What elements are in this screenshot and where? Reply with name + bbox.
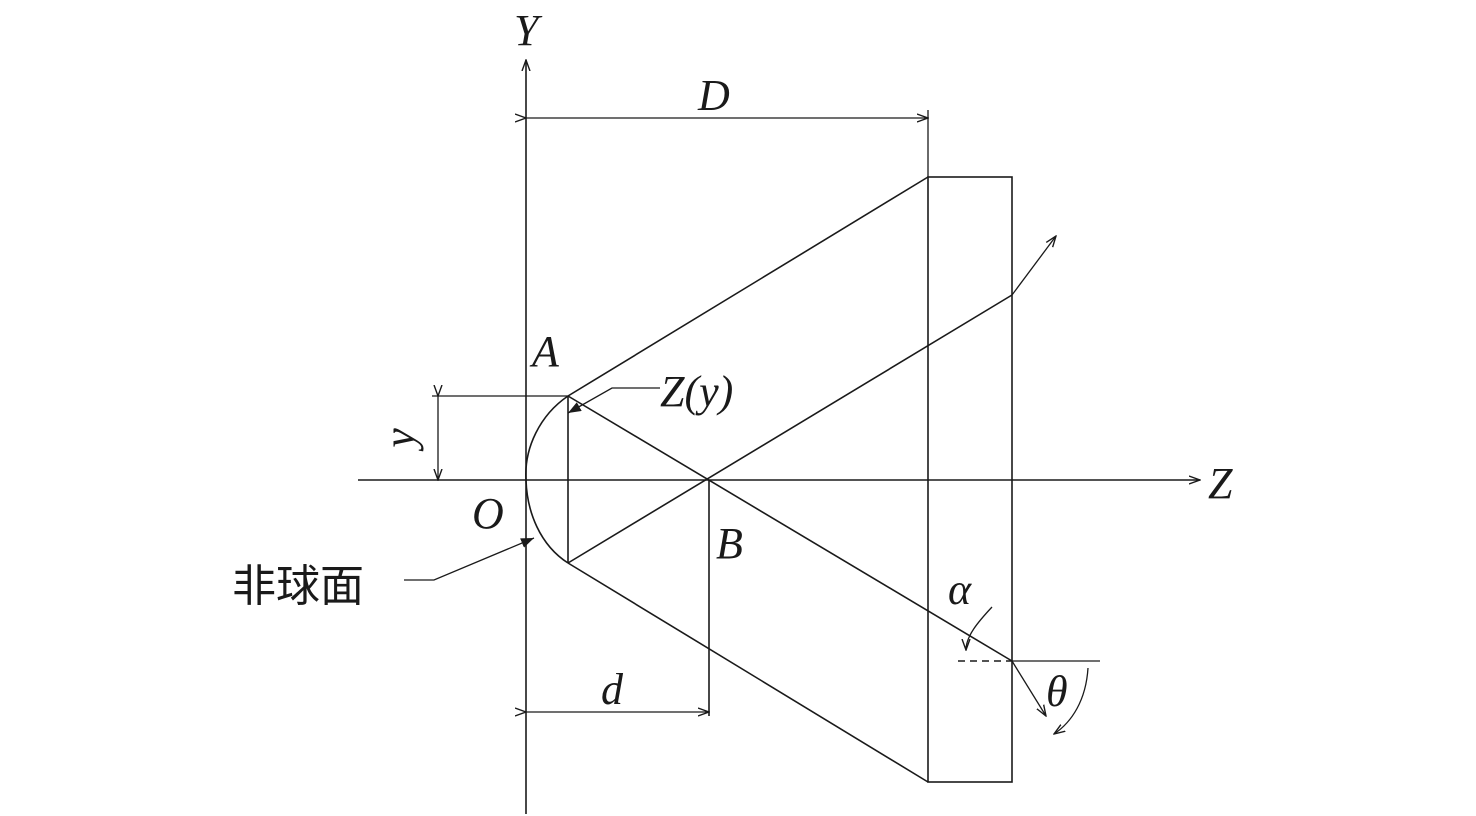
ray-lower-outer <box>567 562 929 783</box>
aspheric-surface-label: 非球面 <box>232 561 364 612</box>
zy-leader-line <box>567 387 660 414</box>
profile-function-label: Z(y) <box>660 367 733 416</box>
window-plate <box>927 176 1013 783</box>
angle-alpha-label: α <box>948 565 972 614</box>
point-a-label: A <box>529 327 560 376</box>
aspheric-leader-line <box>404 537 535 581</box>
y-axis-label: Y <box>514 6 543 55</box>
point-b-label: B <box>716 519 743 568</box>
ray-a-through-b <box>567 395 1013 662</box>
z-axis-label: Z <box>1208 459 1233 508</box>
dimension-D-label: D <box>697 71 730 120</box>
ray-upper-outer <box>567 176 929 397</box>
dimension-y-label: y <box>375 428 424 452</box>
angle-theta-label: θ <box>1046 667 1068 716</box>
angle-alpha-arc <box>966 606 993 650</box>
refracted-ray-lower <box>1011 660 1046 716</box>
ray-lower-through-b <box>567 294 1013 564</box>
angle-theta-arc <box>1054 667 1089 734</box>
origin-label: O <box>472 489 504 538</box>
aspheric-surface-curve <box>525 395 569 564</box>
refracted-ray-upper <box>1011 236 1056 296</box>
dimension-d-label: d <box>601 665 624 714</box>
